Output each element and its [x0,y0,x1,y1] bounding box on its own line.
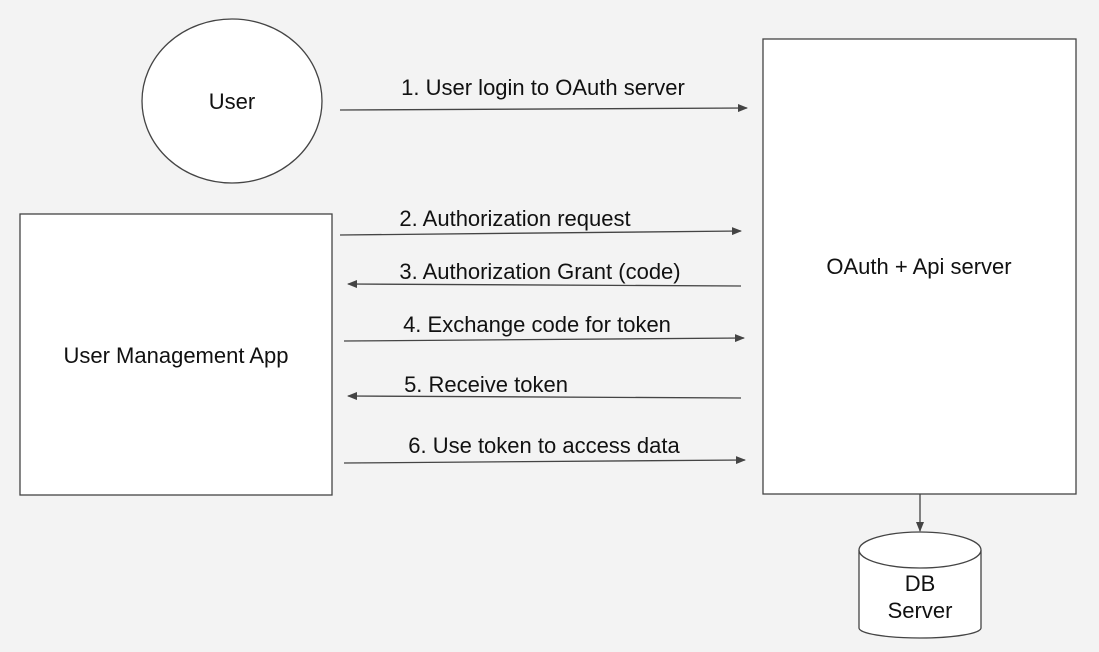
db-label-line2: Server [888,598,953,623]
edge-4-label: 4. Exchange code for token [403,312,671,337]
edge-5-label: 5. Receive token [404,372,568,397]
user-management-app-label: User Management App [63,343,288,368]
user-circle [141,18,323,184]
edge-4: 4. Exchange code for token [343,312,745,343]
edge-6-arrow [343,456,746,465]
edge-5: 5. Receive token [347,372,742,401]
edge-2-arrow [339,227,742,236]
edge-5-arrow [347,392,742,401]
edge-3-label: 3. Authorization Grant (code) [399,259,680,284]
edge-3-arrow [347,280,742,289]
edge-2-label: 2. Authorization request [399,206,630,231]
user-node: User [141,18,323,184]
db-cylinder-body [858,550,982,639]
user-label: User [209,89,255,114]
edge-2: 2. Authorization request [339,206,742,236]
oauth-api-server-box [762,38,1077,495]
db-cylinder-top [858,531,982,569]
edge-6-label: 6. Use token to access data [408,433,680,458]
oauth-api-server-label: OAuth + Api server [826,254,1011,279]
edge-1: 1. User login to OAuth server [339,75,748,113]
edge-3: 3. Authorization Grant (code) [347,259,742,289]
db-server-node: DB Server [858,531,982,639]
edge-6: 6. Use token to access data [343,433,746,465]
user-management-app-node: User Management App [19,213,333,496]
edge-4-arrow [343,334,745,343]
user-management-app-box [19,213,333,496]
db-label-line1: DB [905,571,936,596]
edge-1-label: 1. User login to OAuth server [401,75,685,100]
edge-1-arrow [339,104,748,113]
oauth-api-server-node: OAuth + Api server [762,38,1077,495]
